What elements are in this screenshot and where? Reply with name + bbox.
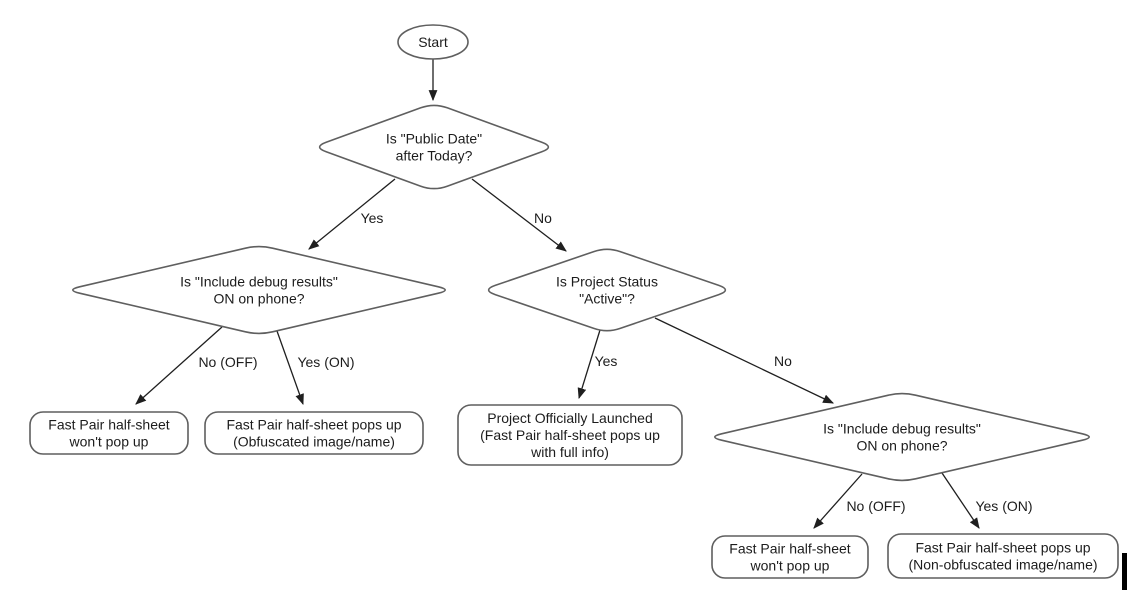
edge-project-status-yes-label: Yes bbox=[595, 353, 618, 369]
decision-debug-results-left-label: Is "Include debug results"ON on phone? bbox=[180, 274, 338, 307]
result-obfuscated-popup bbox=[204, 411, 424, 455]
edge-public-date-yes-label: Yes bbox=[361, 210, 384, 226]
edge-project-status-no bbox=[654, 317, 834, 404]
edge-debug-left-yes-on-label: Yes (ON) bbox=[297, 354, 354, 370]
result-officially-launched bbox=[457, 404, 683, 466]
start-terminator-label: Start bbox=[418, 34, 448, 50]
edge-project-status-yes bbox=[577, 329, 601, 400]
edge-debug-left-no-off bbox=[135, 326, 223, 405]
edge-project-status-no-label: No bbox=[774, 353, 792, 369]
decision-debug-results-right bbox=[714, 392, 1090, 482]
text-cursor bbox=[1122, 553, 1127, 590]
decision-project-status-label: Is Project Status"Active"? bbox=[556, 274, 658, 307]
edge-public-date-no bbox=[471, 178, 567, 252]
decision-debug-results-left bbox=[72, 245, 446, 335]
edge-debug-right-no-off bbox=[813, 473, 863, 529]
edge-debug-right-yes-on-label: Yes (ON) bbox=[975, 498, 1032, 514]
edge-debug-left-yes-on bbox=[276, 330, 304, 406]
decision-project-status bbox=[487, 248, 727, 332]
result-obfuscated-popup-label: Fast Pair half-sheet pops up(Obfuscated … bbox=[226, 417, 401, 450]
edge-public-date-yes bbox=[308, 178, 396, 250]
result-non-obfuscated-popup-label: Fast Pair half-sheet pops up(Non-obfusca… bbox=[908, 540, 1097, 573]
result-wont-pop-up-left bbox=[29, 411, 189, 455]
result-officially-launched-label: Project Officially Launched(Fast Pair ha… bbox=[480, 410, 660, 460]
decision-public-date-label: Is "Public Date"after Today? bbox=[386, 131, 482, 164]
edge-debug-right-yes-on bbox=[941, 472, 980, 529]
start-terminator bbox=[397, 24, 469, 60]
decision-debug-results-right-label: Is "Include debug results"ON on phone? bbox=[823, 421, 981, 454]
edge-public-date-no-label: No bbox=[534, 210, 552, 226]
edge-debug-left-no-off-label: No (OFF) bbox=[198, 354, 257, 370]
result-non-obfuscated-popup bbox=[887, 533, 1119, 579]
edge-debug-right-no-off-label: No (OFF) bbox=[846, 498, 905, 514]
result-wont-pop-up-right bbox=[711, 535, 869, 579]
decision-public-date bbox=[318, 104, 550, 190]
